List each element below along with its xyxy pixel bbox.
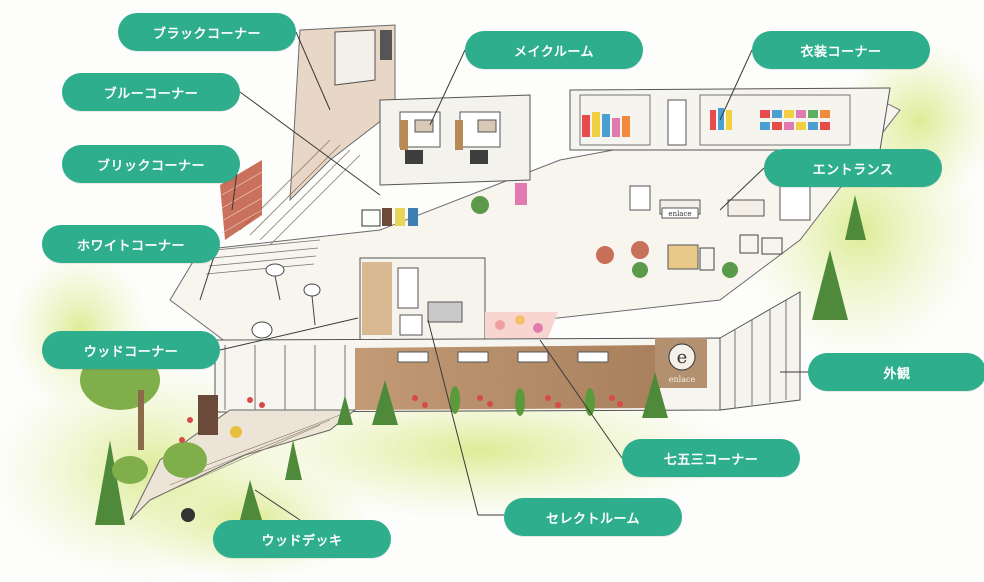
shichigosan-floor — [485, 312, 558, 338]
wood-corner-room — [359, 257, 486, 341]
logo-letter: e — [677, 347, 688, 368]
wood-deck-area — [129, 395, 357, 522]
exterior-wall: e enlace — [214, 291, 801, 413]
label-blue-corner[interactable]: ブルーコーナー — [62, 73, 240, 111]
costume-corner — [569, 87, 891, 151]
entrance-sign: enlace — [661, 207, 699, 219]
stairs — [205, 239, 321, 275]
label-wood-deck[interactable]: ウッドデッキ — [213, 520, 391, 558]
svg-text:enlace: enlace — [668, 210, 691, 218]
blue-corner-chairs — [361, 208, 418, 227]
floor-slab — [169, 99, 901, 346]
label-shichigosan-corner[interactable]: 七五三コーナー — [622, 439, 800, 477]
label-select-room[interactable]: セレクトルーム — [504, 498, 682, 536]
make-room — [379, 94, 531, 186]
studio-lights — [251, 263, 321, 339]
label-costume-corner[interactable]: 衣装コーナー — [752, 31, 930, 69]
label-make-room[interactable]: メイクルーム — [465, 31, 643, 69]
label-exterior[interactable]: 外観 — [808, 353, 984, 391]
logo-text: enlace — [669, 375, 696, 384]
label-black-corner[interactable]: ブラックコーナー — [118, 13, 296, 51]
label-white-corner[interactable]: ホワイトコーナー — [42, 225, 220, 263]
label-brick-corner[interactable]: ブリックコーナー — [62, 145, 240, 183]
label-wood-corner[interactable]: ウッドコーナー — [42, 331, 220, 369]
label-entrance[interactable]: エントランス — [764, 149, 942, 187]
black-corner-area — [239, 24, 396, 246]
